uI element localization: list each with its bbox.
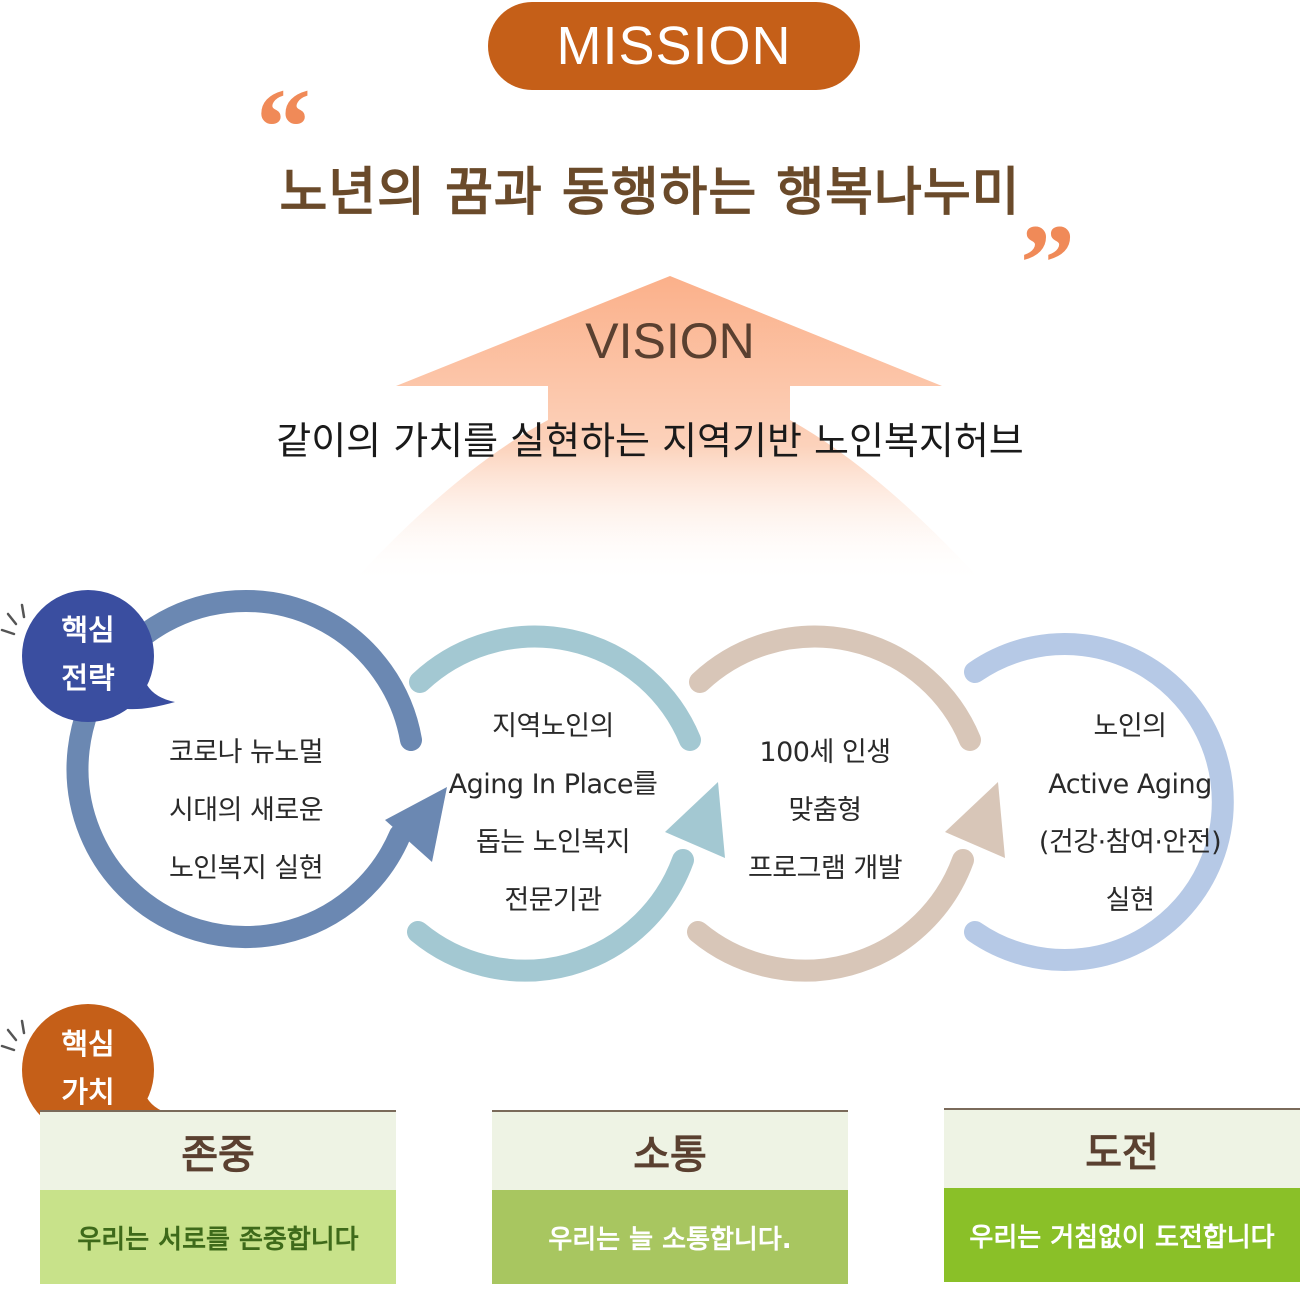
value-title: 소통 [492,1110,848,1190]
open-quote-icon: “ [256,66,311,188]
strategy-item-4: 노인의 Active Aging (건강·참여·안전) 실현 [1038,711,1222,916]
strategy-badge [0,590,175,722]
strategy-arc-4 [964,633,1234,971]
value-title: 존중 [40,1110,396,1190]
strategy-arc-2 [407,625,725,982]
strategy-badge-label: 핵심 전략 [61,613,115,695]
value-description: 우리는 늘 소통합니다. [492,1190,848,1284]
vision-statement: 같이의 가치를 실현하는 지역기반 노인복지허브 [276,419,1024,463]
value-description: 우리는 거침없이 도전합니다 [944,1188,1300,1282]
mission-label: MISSION [556,16,792,76]
mission-badge: MISSION [488,2,860,90]
sparkle-icon [0,1019,26,1052]
strategy-item-3: 100세 인생 맞춤형 프로그램 개발 [747,737,903,884]
strategy-arc-1 [66,589,447,948]
values-badge-label: 핵심 가치 [61,1027,115,1109]
value-respect: 존중 우리는 서로를 존중합니다 [40,1110,396,1284]
value-description: 우리는 서로를 존중합니다 [40,1190,396,1284]
sparkle-icon [0,603,26,636]
strategy-item-2: 지역노인의 Aging In Place를 돕는 노인복지 전문기관 [448,711,658,916]
vision-label: VISION [585,313,755,369]
vision-arrow [350,276,985,585]
close-quote-icon: ” [1020,202,1075,324]
strategy-arc-3 [687,625,1005,982]
mission-statement: 노년의 꿈과 동행하는 행복나누미 [279,163,1021,223]
strategy-circles [66,589,1234,982]
value-title: 도전 [944,1108,1300,1188]
value-communication: 소통 우리는 늘 소통합니다. [492,1110,848,1284]
value-challenge: 도전 우리는 거침없이 도전합니다 [944,1108,1300,1282]
strategy-item-1: 코로나 뉴노멀 시대의 새로운 노인복지 실현 [168,737,324,884]
